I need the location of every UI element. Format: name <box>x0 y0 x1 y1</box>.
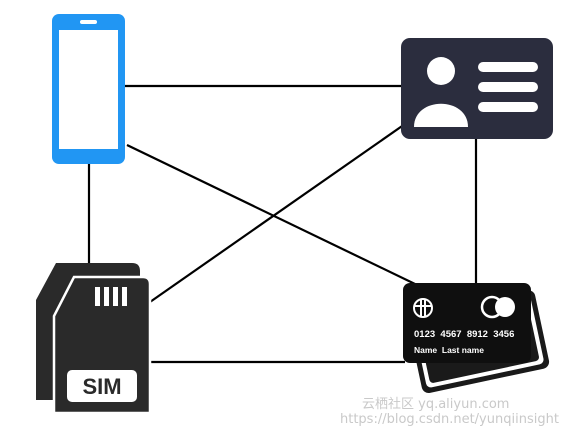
edge-phone-bankcard <box>126 144 416 285</box>
chip-icon <box>413 298 433 318</box>
edges <box>87 84 478 364</box>
card-number: 0123 4567 8912 3456 <box>414 329 514 340</box>
smartphone-icon <box>52 14 125 164</box>
edge-idcard-sim <box>149 123 406 303</box>
card-holder-name: Name Last name <box>414 345 484 355</box>
sim-label: SIM <box>82 374 121 399</box>
bank-card-icon: 0123 4567 8912 3456 Name Last name <box>403 283 550 393</box>
id-card-icon <box>401 38 553 139</box>
watermark-site: 云栖社区 yq.aliyun.com <box>362 397 510 412</box>
sim-card-icon: SIM <box>36 263 152 415</box>
card-network-logo-icon <box>480 295 515 319</box>
watermark-url: https://blog.csdn.net/yunqiinsight <box>340 412 559 427</box>
